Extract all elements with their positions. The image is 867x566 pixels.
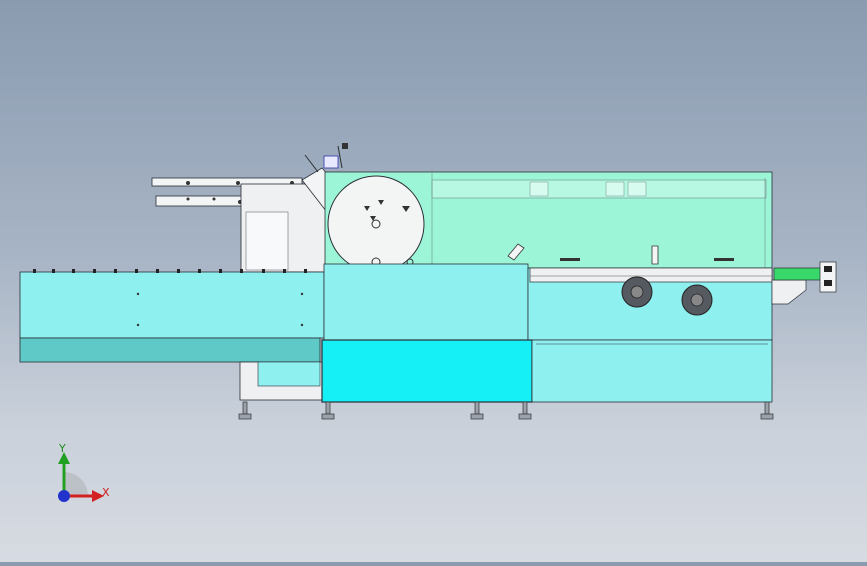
rotary-feeder-wheel: [327, 175, 425, 273]
discharge-conveyor: [771, 261, 837, 305]
infeed-conveyor: [19, 269, 325, 363]
x-axis-label: X: [102, 486, 110, 499]
main-housing-upper: [323, 263, 529, 341]
carton-rail: [507, 243, 773, 316]
axis-triad: [58, 452, 104, 502]
leveling-feet: [238, 401, 774, 420]
lower-cabinets: [239, 339, 773, 403]
y-axis-label: Y: [59, 442, 66, 455]
